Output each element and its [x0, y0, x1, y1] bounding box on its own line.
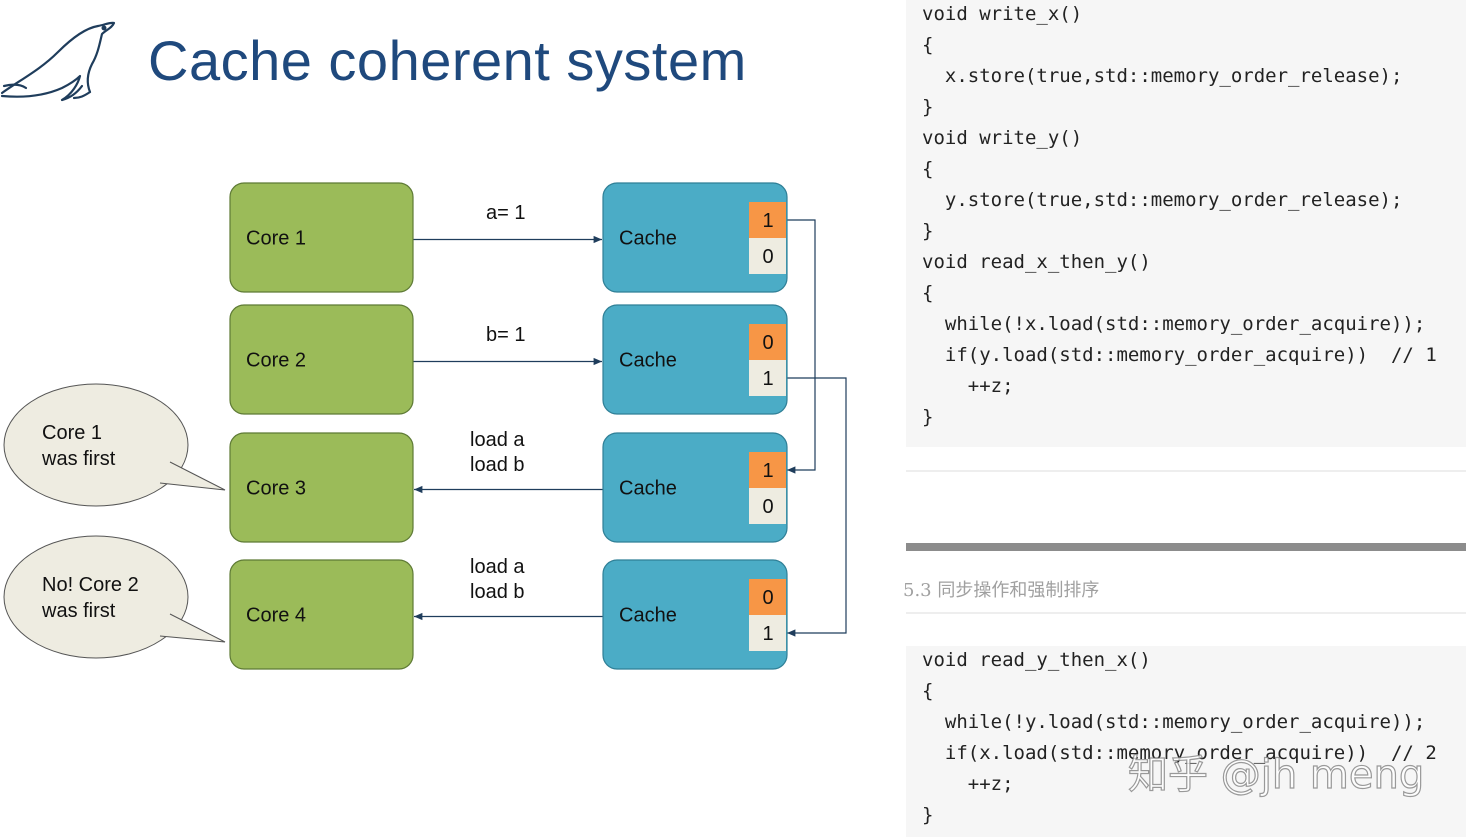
speech-bubble: No! Core 2 was first [3, 535, 226, 659]
cache-bit-cell [749, 238, 786, 274]
bubble-text: No! Core 2 [42, 574, 139, 596]
seal-icon [0, 21, 116, 102]
code-line: while(!y.load(std::memory_order_acquire)… [922, 711, 1426, 733]
slide-title: Cache coherent system [148, 29, 747, 92]
cache-rect [602, 182, 788, 293]
cache-box: Cache 1 0 [602, 182, 788, 293]
core-box: Core 1 [229, 182, 414, 293]
code-line: void write_y() [922, 127, 1083, 149]
code-line: void read_y_then_x() [922, 649, 1151, 671]
divider-line [906, 612, 1466, 614]
divider-line [906, 470, 1466, 472]
cache-bit-cell [749, 488, 786, 524]
section-divider [906, 543, 1466, 551]
arrow-label: load b [470, 454, 525, 476]
code-line: { [922, 680, 934, 702]
cache-label: Cache [619, 228, 677, 250]
arrow-label: load a [470, 429, 525, 451]
code-line: void write_x() [922, 3, 1083, 25]
code-line: if(y.load(std::memory_order_acquire)) //… [922, 344, 1437, 366]
cache-bit-value: 1 [763, 623, 774, 645]
arrow-label: a= 1 [486, 202, 525, 224]
cache-bit-value: 1 [763, 210, 774, 232]
bubble-text: was first [41, 448, 116, 470]
cache-bit-cell [749, 579, 786, 615]
cache-bit-cell [749, 324, 786, 360]
section-heading: 5.3 同步操作和强制排序 [903, 580, 1100, 601]
core-label: Core 4 [246, 605, 306, 627]
core-label: Core 2 [246, 350, 306, 372]
bubble-shape [3, 535, 189, 659]
code-line: while(!x.load(std::memory_order_acquire)… [922, 313, 1426, 335]
core-box: Core 4 [229, 559, 414, 670]
cache-bit-cell [749, 360, 786, 396]
core-box: Core 3 [229, 432, 414, 543]
cache-bit-value: 0 [763, 496, 774, 518]
bubble-text: was first [41, 600, 116, 622]
code-line: } [922, 804, 934, 826]
code-line: x.store(true,std::memory_order_release); [922, 65, 1403, 87]
bubble-tail-fill [158, 616, 217, 639]
cache-rect [602, 304, 788, 415]
core-label: Core 1 [246, 228, 306, 250]
core-rect [229, 304, 414, 415]
code-block-top: void write_x(){ x.store(true,std::memory… [906, 0, 1466, 447]
cache-rect [602, 432, 788, 543]
cache-bit-value: 0 [763, 246, 774, 268]
core-box: Core 2 [229, 304, 414, 415]
code-line: y.store(true,std::memory_order_release); [922, 189, 1403, 211]
code-line: { [922, 158, 934, 180]
cache-rect [602, 559, 788, 670]
core-label: Core 3 [246, 478, 306, 500]
code-line: } [922, 220, 934, 242]
cache-bit-cell [749, 452, 786, 488]
cache-bit-value: 0 [763, 332, 774, 354]
coherence-line [786, 377, 847, 637]
cache-label: Cache [619, 350, 677, 372]
core-rect [229, 432, 414, 543]
cache-bit-value: 0 [763, 587, 774, 609]
cache-box: Cache 0 1 [602, 559, 788, 670]
code-line: void read_x_then_y() [922, 251, 1151, 273]
cache-bit-value: 1 [763, 460, 774, 482]
code-line: } [922, 406, 934, 428]
bubble-text: Core 1 [42, 422, 102, 444]
cache-bit-value: 1 [763, 368, 774, 390]
arrow-label: load b [470, 581, 525, 603]
core-rect [229, 182, 414, 293]
connector-layer: a= 1 b= 1 load a load b load a load b [413, 202, 847, 637]
coherence-line [786, 219, 816, 474]
code-line: { [922, 34, 934, 56]
speech-bubble: Core 1 was first [3, 383, 226, 507]
code-block-bottom: void read_y_then_x() { while(!y.load(std:… [906, 646, 1466, 837]
code-line: { [922, 282, 934, 304]
cache-box: Cache 1 0 [602, 432, 788, 543]
cache-label: Cache [619, 478, 677, 500]
arrow-label: load a [470, 556, 525, 578]
arrow-label: b= 1 [486, 324, 525, 346]
cache-bit-cell [749, 202, 786, 238]
cache-box: Cache 0 1 [602, 304, 788, 415]
bubble-shape [3, 383, 189, 507]
code-line: } [922, 96, 934, 118]
bubble-tail-fill [158, 464, 217, 487]
code-line: ++z; [922, 375, 1014, 397]
code-line: ++z; [922, 773, 1014, 795]
code-line: if(x.load(std::memory_order_acquire)) //… [922, 742, 1437, 764]
core-rect [229, 559, 414, 670]
cache-bit-cell [749, 615, 786, 651]
cache-label: Cache [619, 605, 677, 627]
